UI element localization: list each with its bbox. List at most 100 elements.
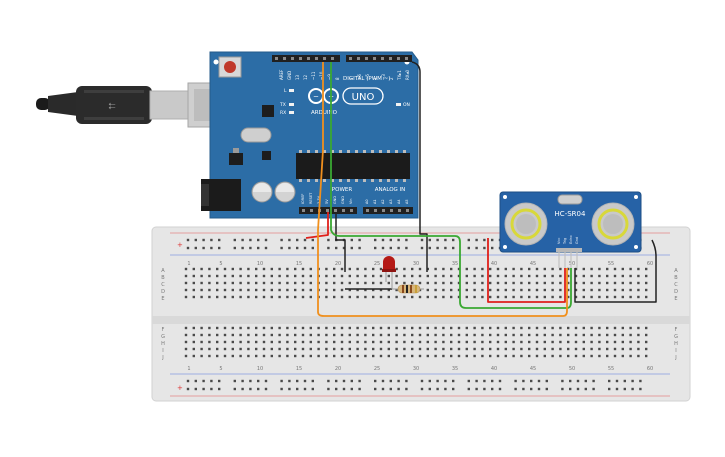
breadboard-hole: [528, 267, 531, 271]
breadboard-hole: [559, 281, 562, 285]
breadboard-hole: [559, 326, 562, 330]
breadboard-hole: [535, 295, 539, 299]
breadboard-hole: [613, 326, 617, 330]
rail-hole: [514, 387, 517, 391]
breadboard-hole: [356, 326, 359, 330]
pin-label: 13: [295, 74, 300, 80]
breadboard-hole: [333, 274, 336, 278]
wire-black-pin[interactable]: [411, 61, 428, 272]
breadboard-hole: [489, 267, 492, 271]
breadboard-hole: [403, 326, 406, 330]
chip-pin: [347, 179, 350, 182]
breadboard-hole: [574, 333, 578, 337]
col-number: 30: [413, 366, 419, 372]
breadboard-hole: [535, 326, 539, 330]
breadboard-hole: [395, 267, 398, 271]
breadboard-hole: [395, 347, 398, 351]
rail-hole: [280, 246, 283, 250]
breadboard-hole: [309, 333, 312, 337]
breadboard-hole: [442, 281, 445, 285]
wire-red-vcc[interactable]: [487, 238, 566, 303]
breadboard-hole: [184, 333, 188, 337]
sensor-pin-label: Echo: [569, 236, 573, 245]
rail-hole: [592, 379, 595, 383]
rail-hole: [381, 379, 385, 383]
sensor-mount-hole: [634, 245, 638, 249]
breadboard-holes: [184, 238, 648, 391]
breadboard-hole: [231, 274, 234, 278]
breadboard-hole: [278, 267, 281, 271]
rail-hole: [350, 379, 353, 383]
breadboard-hole: [457, 295, 461, 299]
breadboard-hole: [247, 288, 250, 292]
breadboard-hole: [372, 267, 375, 271]
rail-hole: [389, 379, 392, 383]
wire-orange-trig[interactable]: [317, 62, 568, 317]
reset-button-cap[interactable]: [224, 61, 236, 73]
header-pin: [381, 57, 384, 60]
breadboard-hole: [184, 288, 188, 292]
breadboard-hole: [262, 326, 266, 330]
breadboard-hole: [184, 354, 188, 358]
rail-hole: [483, 238, 486, 242]
usb-strain-relief: [48, 92, 78, 116]
breadboard-hole: [247, 281, 250, 285]
breadboard-hole: [379, 347, 383, 351]
breadboard-hole: [247, 274, 250, 278]
rail-hole: [444, 246, 447, 250]
pin-label: AREF: [279, 69, 284, 80]
breadboard-hole: [512, 267, 515, 271]
breadboard-hole: [192, 295, 195, 299]
breadboard-hole: [216, 274, 219, 278]
breadboard-hole: [426, 288, 429, 292]
rail-hole: [327, 387, 330, 391]
chip-pin: [307, 179, 310, 182]
wire-black-gnd[interactable]: [335, 212, 346, 272]
breadboard-hole: [489, 347, 492, 351]
breadboard-hole: [239, 288, 242, 292]
breadboard-hole: [528, 340, 531, 344]
wire-green-echo[interactable]: [330, 62, 572, 309]
rail-hole: [428, 246, 431, 250]
breadboard-hole: [216, 340, 219, 344]
breadboard-hole: [247, 340, 250, 344]
wire-red-5v[interactable]: [305, 212, 329, 239]
rail-hole: [498, 387, 502, 391]
breadboard-hole: [535, 333, 539, 337]
rail-hole: [358, 246, 361, 250]
rail-hole: [358, 379, 361, 383]
breadboard-hole: [231, 326, 234, 330]
breadboard-hole: [379, 274, 383, 278]
breadboard-hole: [301, 274, 305, 278]
breadboard-hole: [481, 267, 484, 271]
breadboard-hole: [426, 354, 429, 358]
breadboard-hole: [387, 295, 390, 299]
breadboard-hole: [255, 347, 258, 351]
rail-hole: [311, 387, 314, 391]
rail-hole: [194, 246, 197, 250]
atmega-chip-pins: [299, 150, 406, 182]
breadboard-hole: [613, 295, 617, 299]
wire-black-sensor-gnd[interactable]: [574, 239, 657, 303]
regulator-tab: [233, 148, 239, 153]
breadboard-hole: [426, 274, 429, 278]
rail-hole: [452, 238, 455, 242]
breadboard-hole: [543, 347, 546, 351]
breadboard-hole: [473, 347, 476, 351]
breadboard-hole: [457, 340, 461, 344]
breadboard-hole: [528, 288, 531, 292]
top-header-right: [346, 55, 412, 62]
pin-label: GND: [287, 71, 292, 80]
breadboard-hole: [301, 267, 305, 271]
pin-label: Vin: [349, 198, 353, 204]
rail-hole: [608, 379, 611, 383]
breadboard-hole: [535, 354, 539, 358]
breadboard-hole: [473, 333, 476, 337]
breadboard-hole: [535, 340, 539, 344]
col-number: 55: [608, 261, 614, 267]
rail-hole: [374, 379, 377, 383]
breadboard-hole: [434, 274, 437, 278]
rail-hole: [280, 238, 283, 242]
chip-pin: [387, 150, 390, 153]
breadboard-hole: [247, 326, 250, 330]
